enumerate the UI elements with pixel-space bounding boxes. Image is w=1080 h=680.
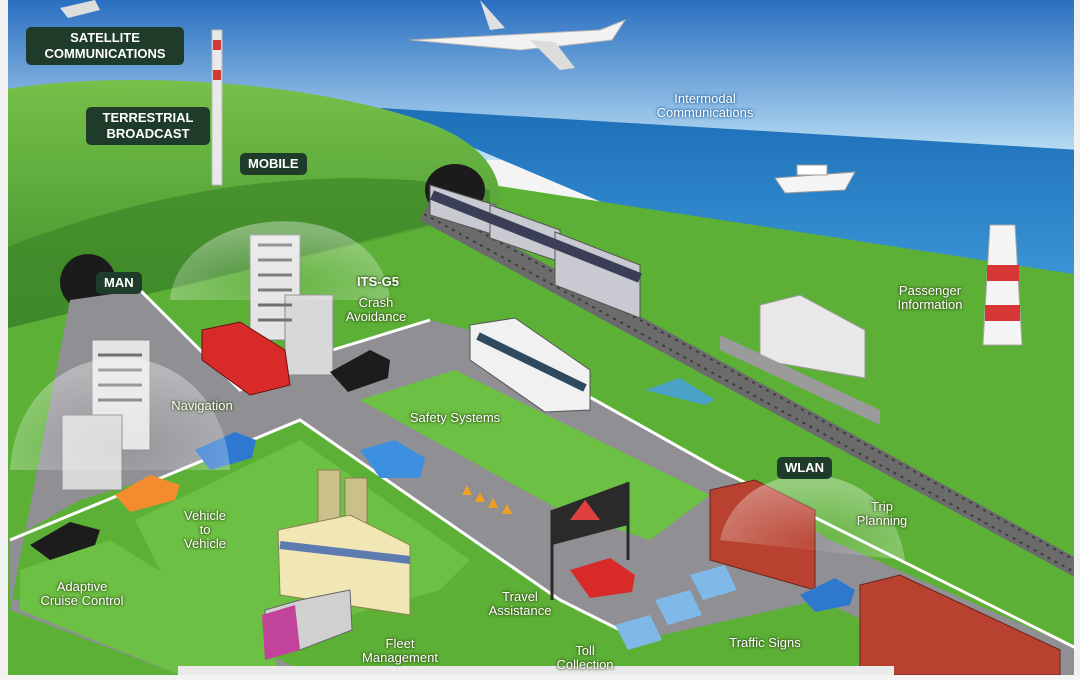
bus-icon xyxy=(469,317,591,413)
traffic-signs-label: Traffic Signs xyxy=(729,635,801,650)
vehicle-to-vehicle-label: Vehicle to Vehicle xyxy=(184,508,226,551)
safety-systems-label: Safety Systems xyxy=(409,410,501,425)
red-truck-icon xyxy=(201,321,291,396)
right-border xyxy=(1074,0,1080,675)
satellite-dish xyxy=(60,0,100,18)
factory-icon xyxy=(277,469,411,616)
ship-icon xyxy=(774,164,856,194)
broadcast-tower xyxy=(211,29,223,186)
wlan-coverage-dome xyxy=(720,474,905,560)
terrestrial-broadcast-tag: TERRESTRIAL BROADCAST xyxy=(86,107,210,145)
blue-car-icon-2 xyxy=(360,440,425,478)
satellite-communications-tag: SATELLITE COMMUNICATIONS xyxy=(26,27,184,65)
train-icon xyxy=(429,184,642,319)
mobile-tag: MOBILE xyxy=(240,153,307,175)
black-car-icon xyxy=(330,350,390,392)
station-icon xyxy=(720,294,880,425)
its-g5-label: ITS-G5 xyxy=(357,274,399,289)
navigation-label: Navigation xyxy=(171,398,233,413)
mobile-coverage-dome xyxy=(170,221,390,300)
toll-booths-icon xyxy=(615,565,737,650)
toll-collection-label: Toll Collection xyxy=(556,643,614,672)
wlan-tag: WLAN xyxy=(777,457,832,479)
crash-avoidance-label: Crash Avoidance xyxy=(345,295,407,324)
fleet-management-label: Fleet Management xyxy=(362,636,438,665)
lighthouse-icon xyxy=(982,224,1023,346)
traffic-cones-icon xyxy=(462,485,512,514)
blue-car-icon-3 xyxy=(800,578,855,612)
trip-planning-label: Trip Planning xyxy=(856,499,908,528)
bottom-strip xyxy=(178,666,894,675)
black-car-icon-2 xyxy=(30,522,100,560)
man-coverage-dome xyxy=(10,357,230,470)
pink-truck-icon xyxy=(262,589,353,660)
orange-car-icon xyxy=(115,475,180,512)
sea xyxy=(380,108,1080,285)
airplane-icon xyxy=(409,0,627,70)
bus-shelter-icon xyxy=(645,378,715,405)
left-border xyxy=(0,0,8,675)
red-car-icon xyxy=(570,558,635,598)
travel-assistance-label: Travel Assistance xyxy=(488,589,552,618)
man-tag: MAN xyxy=(96,272,142,294)
adaptive-cruise-control-label: Adaptive Cruise Control xyxy=(40,579,124,608)
passenger-information-label: Passenger Information xyxy=(897,283,963,312)
intermodal-communications-label: Intermodal Communications xyxy=(656,91,754,120)
